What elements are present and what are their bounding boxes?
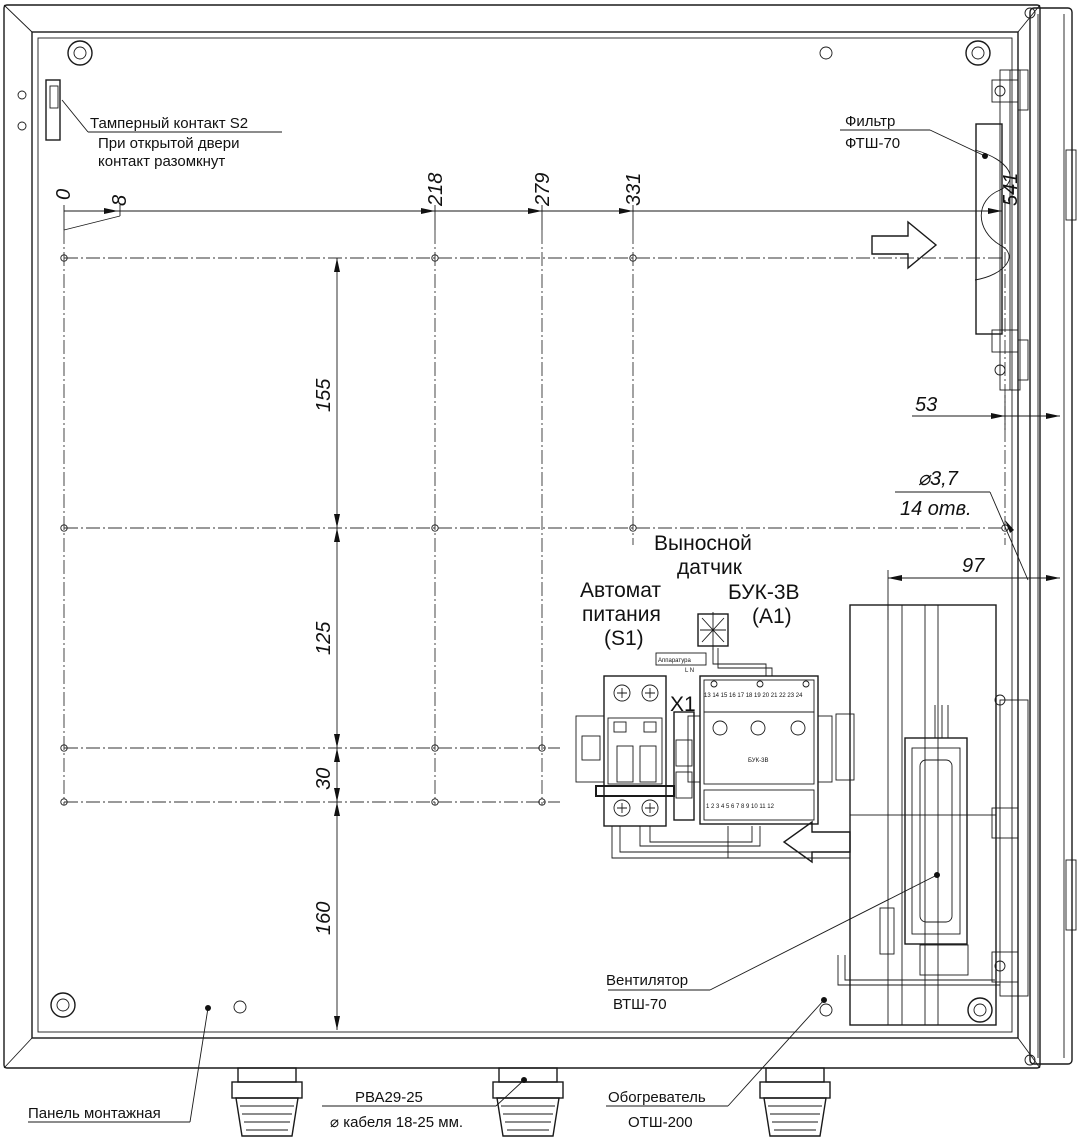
apparatus-ln: L N — [685, 668, 694, 674]
dim-v160: 160 — [313, 902, 335, 935]
controller-bottom-terminals: 1 2 3 4 5 6 7 8 9 10 11 12 — [706, 804, 775, 810]
controller-label-line1: БУК-3В — [728, 581, 800, 604]
mounting-holes — [60, 254, 1009, 806]
controller-buk-3v — [687, 675, 855, 825]
breaker-label-line3: (S1) — [604, 627, 644, 650]
terminal-x1 — [673, 711, 695, 821]
dim-x8: 8 — [109, 195, 131, 206]
wiring — [611, 826, 850, 859]
corner-screw-top-left — [67, 40, 93, 66]
heater-label: Обогреватель — [608, 1089, 706, 1106]
tamper-contact — [17, 79, 89, 141]
dim-53-lines — [912, 395, 1060, 430]
controller-top-terminals: 13 14 15 16 17 18 19 20 21 22 23 24 — [704, 693, 803, 699]
dim-v155: 155 — [313, 378, 335, 412]
dim-v125: 125 — [313, 621, 335, 655]
corner-screw-bottom-left — [50, 992, 76, 1018]
gland-label: РВА29-25 — [355, 1089, 423, 1106]
apparatus-tag — [655, 652, 707, 666]
heater-model: ОТШ-200 — [628, 1114, 693, 1131]
cable-gland-left — [231, 1067, 303, 1137]
dim-v30: 30 — [313, 768, 335, 790]
tamper-label: Тамперный контакт S2 — [90, 115, 248, 132]
circuit-breaker-s1 — [575, 675, 675, 827]
corner-screw-top-right — [965, 40, 991, 66]
dim-hole-count: 14 отв. — [900, 498, 972, 520]
airflow-arrow-out — [782, 820, 851, 864]
tamper-note-line1: При открытой двери — [98, 135, 239, 152]
dim-x331: 331 — [623, 173, 645, 206]
terminal-label: X1 — [670, 693, 696, 716]
filter-label: Фильтр — [845, 113, 895, 130]
breaker-label-line2: питания — [582, 603, 661, 626]
panel-label: Панель монтажная — [28, 1105, 161, 1122]
sensor-label-line2: датчик — [677, 556, 743, 579]
cable-gland-center — [492, 1067, 564, 1137]
apparatus-label: Аппаратура — [658, 658, 691, 664]
mount-hole — [819, 1003, 833, 1017]
dim-x541: 541 — [1000, 173, 1022, 206]
dim-x218: 218 — [425, 173, 447, 207]
mounting-grid — [63, 230, 1006, 805]
hole-callout-lines — [895, 491, 1029, 581]
breaker-label-line1: Автомат — [580, 579, 661, 602]
dim-x0: 0 — [53, 189, 75, 200]
mount-hole — [819, 46, 833, 60]
gland-cable-range: ⌀ кабеля 18-25 мм. — [330, 1114, 463, 1131]
airflow-arrow-in — [871, 220, 938, 270]
sensor-label-line1: Выносной — [654, 532, 752, 555]
corner-screw-bottom-right — [967, 997, 993, 1023]
dim-h53: 53 — [915, 394, 937, 416]
filter-model: ФТШ-70 — [845, 135, 900, 152]
fan-model: ВТШ-70 — [613, 996, 667, 1013]
top-dimension-line — [63, 200, 1006, 231]
tamper-note-line2: контакт разомкнут — [98, 153, 225, 170]
cable-gland-right — [759, 1067, 831, 1137]
fan-assembly — [837, 604, 1029, 1026]
dim-h97: 97 — [962, 555, 985, 577]
dim-hole-diameter: ⌀3,7 — [918, 468, 959, 490]
controller-label-line2: (A1) — [752, 605, 792, 628]
controller-name-plate: БУК-3В — [748, 758, 768, 764]
remote-sensor — [697, 612, 773, 676]
mount-hole — [233, 1000, 247, 1014]
dim-x279: 279 — [532, 173, 554, 207]
vertical-dimension-chain — [334, 258, 340, 1030]
dim-97-lines — [887, 570, 1060, 620]
filter-unit — [974, 69, 1029, 391]
fan-label: Вентилятор — [606, 972, 688, 989]
